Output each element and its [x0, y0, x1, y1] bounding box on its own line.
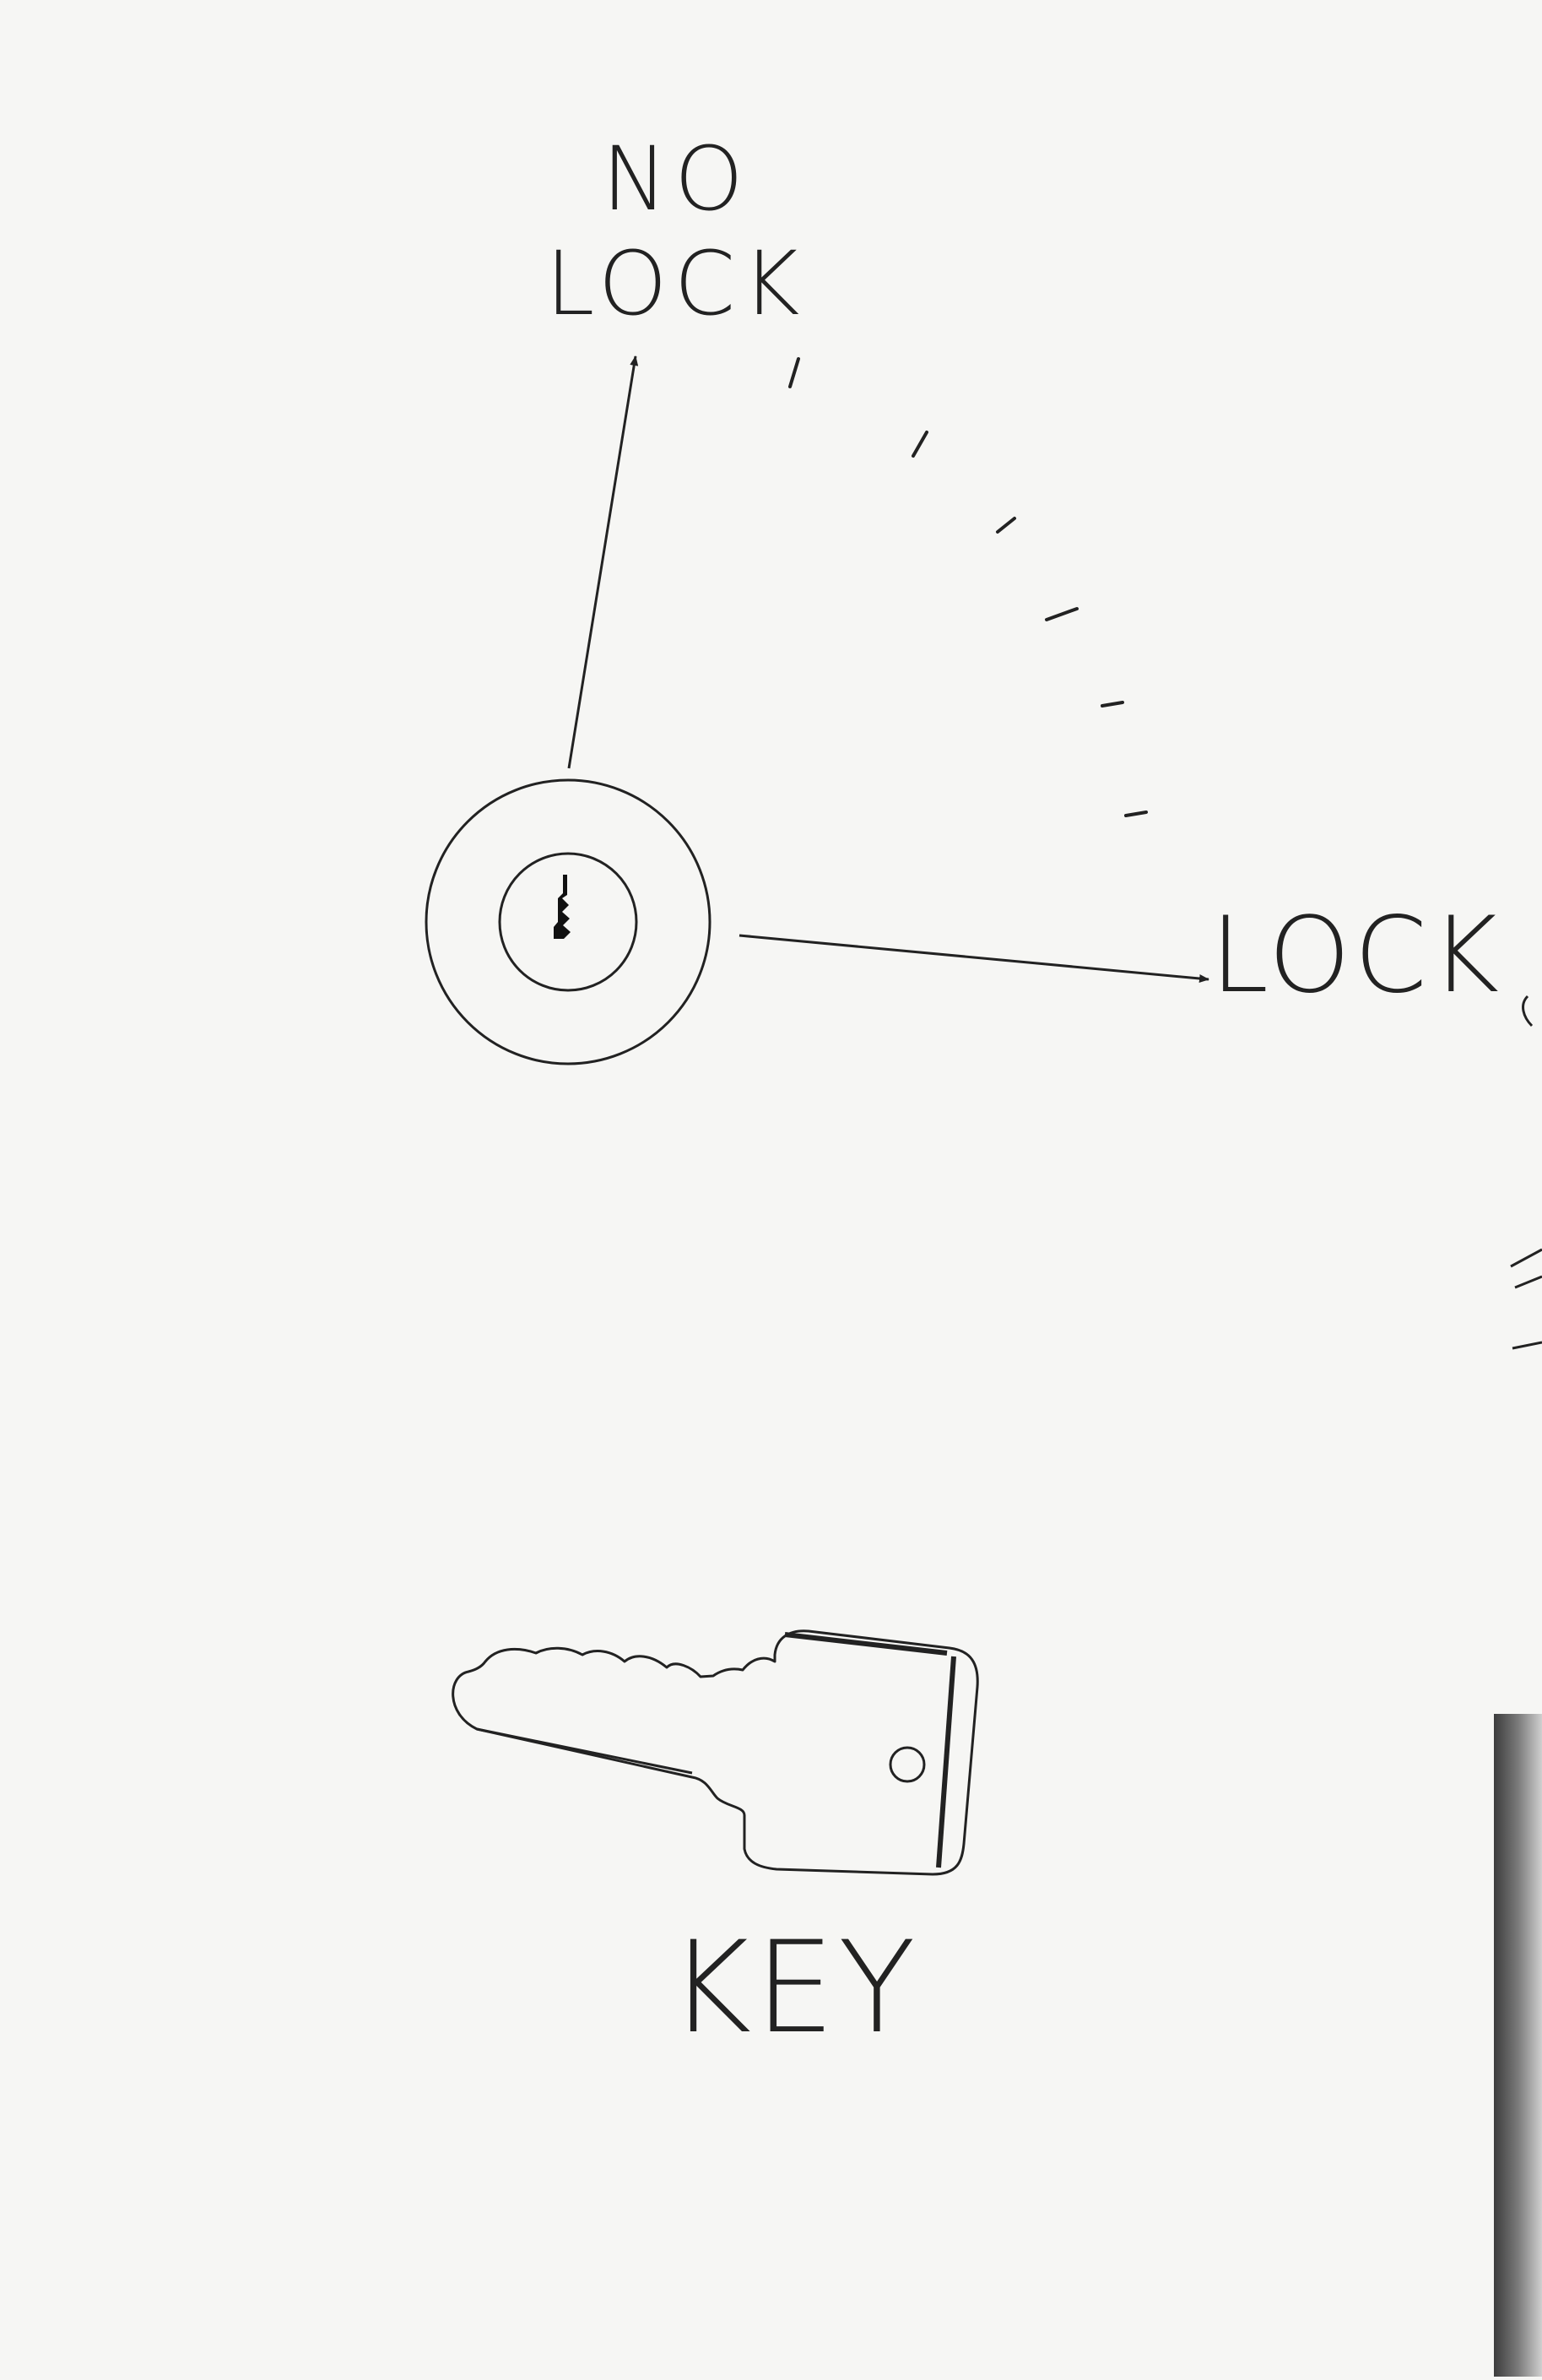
no-lock-label-line1: NO [602, 127, 750, 230]
tick-mark [1124, 811, 1148, 817]
lock-label: LOCK [1210, 895, 1503, 1017]
binding-shadow [1494, 1714, 1542, 2377]
keyhole-icon [554, 875, 571, 939]
no-lock-label: NO LOCK [537, 127, 815, 336]
key-icon [452, 1629, 979, 1876]
no-lock-arrow [567, 355, 639, 769]
page-edge-marks [1510, 995, 1542, 1350]
lock-arrow [739, 934, 1209, 983]
tick-mark [1045, 607, 1079, 621]
tick-mark [996, 517, 1016, 534]
rotation-tick-arc [788, 357, 1148, 817]
tick-mark [788, 357, 800, 388]
key-label: KEY [668, 1915, 919, 2062]
tick-mark [1101, 701, 1124, 707]
no-lock-label-line2: LOCK [545, 232, 807, 335]
lock-cylinder [425, 778, 711, 1065]
tick-mark [912, 431, 928, 458]
